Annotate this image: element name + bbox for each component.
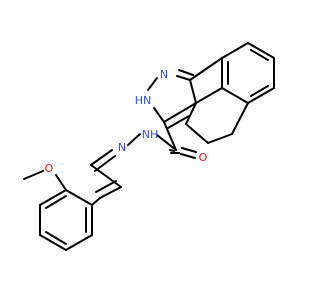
atom-labels: N HN NH O N O — [45, 68, 208, 175]
bonds — [23, 42, 275, 251]
bond — [189, 57, 223, 81]
bond — [185, 123, 209, 144]
bond — [99, 186, 122, 199]
bond — [65, 189, 93, 206]
carbonyl-o-label: O — [199, 151, 208, 164]
bond — [163, 102, 197, 123]
bond — [156, 134, 177, 151]
bond — [65, 234, 93, 251]
bond — [176, 75, 191, 81]
bond — [39, 189, 67, 206]
bond — [95, 180, 117, 193]
bond — [91, 197, 101, 206]
pyrazole-n-label: N — [160, 68, 168, 81]
bond — [195, 87, 223, 104]
bond — [185, 102, 197, 125]
bond — [178, 69, 194, 76]
bond — [39, 234, 67, 251]
background — [0, 0, 300, 300]
bond — [250, 49, 269, 61]
bond — [163, 121, 177, 151]
bond — [221, 87, 249, 104]
bond — [247, 87, 275, 104]
hydrazone-n-label: N — [118, 141, 126, 154]
structure-diagram: N HN NH O N O — [0, 0, 300, 300]
bond — [180, 153, 196, 159]
bond — [90, 164, 122, 188]
bond — [45, 195, 67, 209]
bond — [55, 174, 67, 191]
pyrazole-nh-label: HN — [135, 94, 152, 107]
bond — [23, 170, 44, 180]
bond — [169, 149, 175, 152]
bond — [153, 107, 165, 123]
bond — [250, 85, 269, 97]
bond — [127, 133, 141, 146]
bond — [147, 77, 158, 91]
bond — [189, 79, 197, 104]
bond — [247, 42, 275, 59]
amide-nh-label: NH — [142, 128, 159, 141]
bond — [94, 155, 116, 172]
bond — [181, 147, 197, 153]
bond — [45, 231, 67, 245]
methoxy-o-label: O — [45, 162, 54, 175]
bond — [221, 42, 249, 59]
bond — [167, 115, 190, 129]
bond — [231, 102, 249, 135]
bond — [90, 149, 113, 166]
bond — [207, 133, 233, 144]
